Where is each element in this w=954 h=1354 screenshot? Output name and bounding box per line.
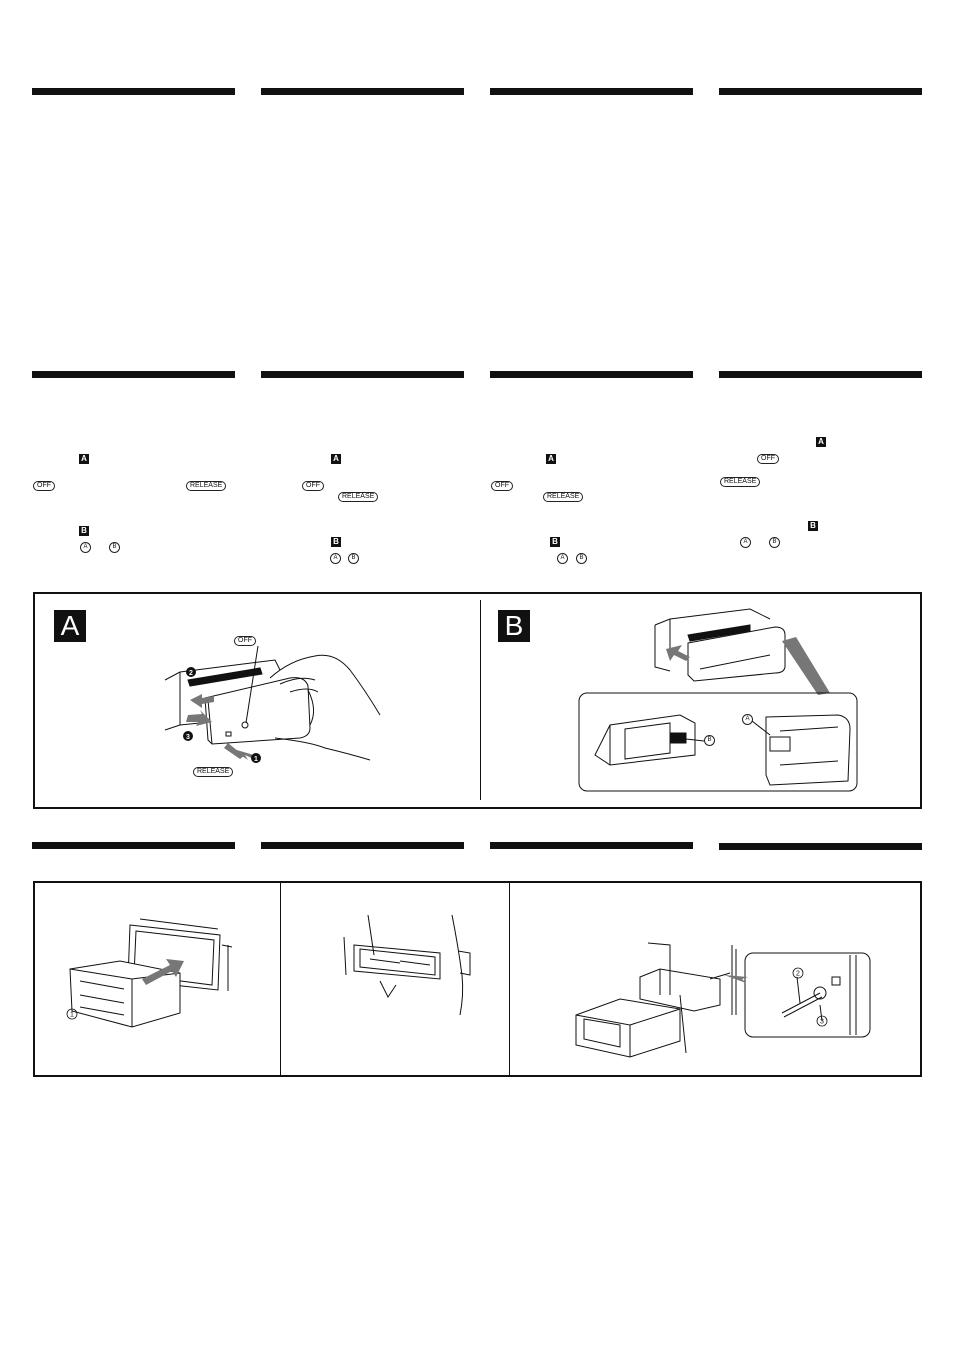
heading-bar bbox=[490, 371, 693, 378]
part-2-marker: 2 bbox=[792, 967, 804, 979]
heading-bar bbox=[719, 843, 922, 850]
heading-bar bbox=[261, 371, 464, 378]
figure-b-letter: B bbox=[504, 610, 524, 641]
attach-front-panel-illustration bbox=[578, 608, 858, 792]
heading-bar bbox=[719, 371, 922, 378]
figure-off-button: OFF bbox=[234, 636, 256, 646]
panel-divider bbox=[480, 600, 481, 800]
figure-ref-a: A bbox=[816, 437, 826, 447]
off-button-label: OFF bbox=[302, 481, 324, 491]
part-a-marker: A bbox=[330, 553, 341, 564]
figure-ref-a: A bbox=[79, 454, 89, 464]
inset-marker-b: B bbox=[704, 735, 715, 746]
part-a-marker: A bbox=[740, 537, 751, 548]
figure-ref-b: B bbox=[550, 537, 560, 547]
final-installation-illustration bbox=[575, 942, 871, 1058]
heading-bar bbox=[32, 842, 235, 849]
sleeve-in-dashboard-illustration bbox=[343, 914, 471, 1016]
part-b-marker: B bbox=[769, 537, 780, 548]
figure-release-button: RELEASE bbox=[193, 767, 234, 777]
figure-ref-b: B bbox=[808, 521, 818, 531]
step-2-number: 2 bbox=[189, 670, 193, 677]
mounting-sleeve-illustration bbox=[69, 918, 233, 1028]
detach-front-panel-illustration: 2 3 1 bbox=[164, 645, 381, 763]
part-3-marker: 3 bbox=[816, 1015, 828, 1027]
heading-bar bbox=[719, 88, 922, 95]
figure-ref-a: A bbox=[331, 454, 341, 464]
heading-bar bbox=[32, 371, 235, 378]
heading-bar bbox=[32, 88, 235, 95]
figure-ref-b: B bbox=[79, 526, 89, 536]
part-b-marker: B bbox=[576, 553, 587, 564]
installation-figure-panel bbox=[33, 881, 922, 1077]
release-button-label: RELEASE bbox=[720, 477, 761, 487]
figure-a-letter: A bbox=[60, 610, 80, 641]
part-b-marker: B bbox=[109, 542, 120, 553]
release-button-label: RELEASE bbox=[338, 492, 379, 502]
step-3-number: 3 bbox=[186, 734, 190, 741]
inset-marker-a: A bbox=[742, 714, 753, 725]
part-1-marker: 1 bbox=[66, 1008, 78, 1020]
part-a-marker: A bbox=[80, 542, 91, 553]
off-button-label: OFF bbox=[33, 481, 55, 491]
figure-ref-a: A bbox=[546, 454, 556, 464]
heading-bar bbox=[490, 842, 693, 849]
release-button-label: RELEASE bbox=[186, 481, 227, 491]
figure-panel-ab bbox=[33, 592, 922, 809]
step-1-number: 1 bbox=[254, 756, 258, 763]
heading-bar bbox=[261, 88, 464, 95]
panel-divider bbox=[509, 883, 510, 1075]
release-button-label: RELEASE bbox=[543, 492, 584, 502]
part-a-marker: A bbox=[557, 553, 568, 564]
off-button-label: OFF bbox=[757, 454, 779, 464]
part-1-number: 1 bbox=[70, 1012, 74, 1019]
figure-b-label-box: B bbox=[498, 610, 530, 642]
heading-bar bbox=[490, 88, 693, 95]
figure-ref-b: B bbox=[331, 537, 341, 547]
figure-a-label-box: A bbox=[54, 610, 86, 642]
off-button-label: OFF bbox=[491, 481, 513, 491]
part-3-number: 3 bbox=[820, 1019, 824, 1026]
part-b-marker: B bbox=[348, 553, 359, 564]
part-2-number: 2 bbox=[796, 971, 800, 978]
heading-bar bbox=[261, 842, 464, 849]
panel-divider bbox=[280, 883, 281, 1075]
